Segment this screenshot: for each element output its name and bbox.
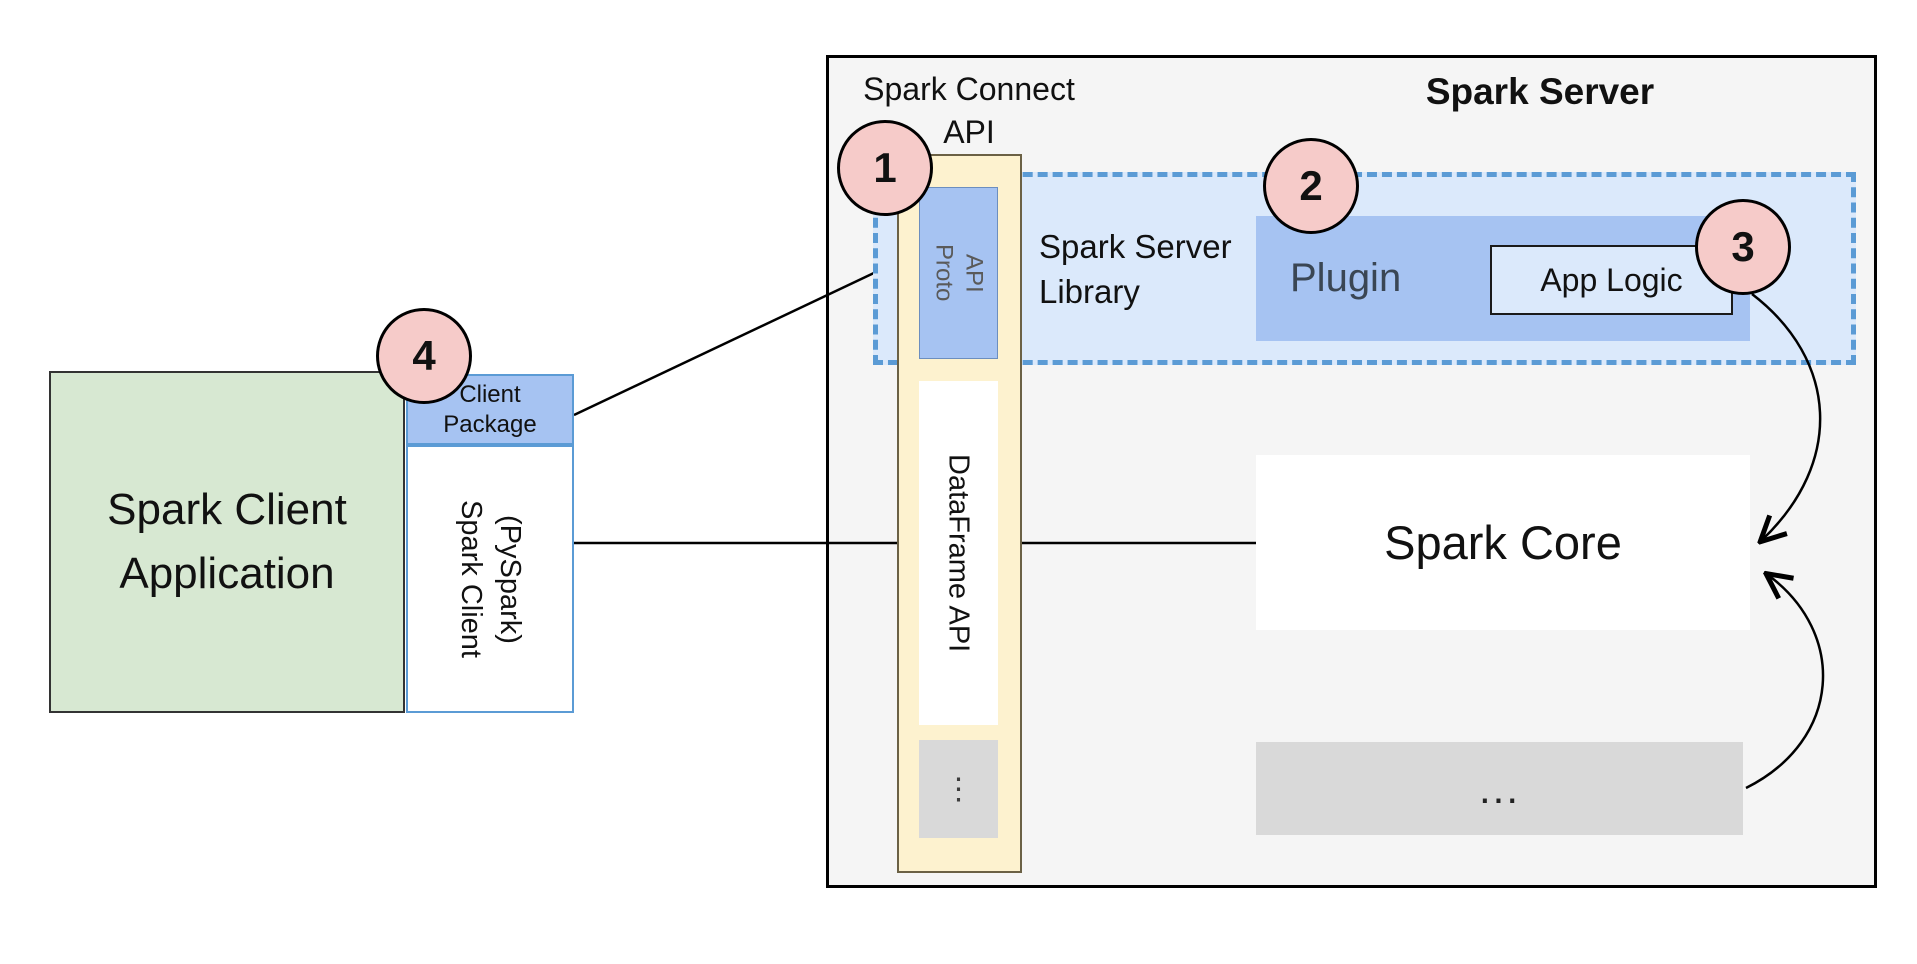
client-package-box: Client Package: [406, 374, 574, 445]
core-more-label: ...: [1478, 764, 1520, 812]
spark-client-label: Spark Client (PySpark): [455, 500, 527, 658]
step-badge-4: 4: [376, 308, 472, 404]
spark-server-title: Spark Server: [1425, 71, 1655, 112]
spark-core-label: Spark Core: [1384, 516, 1622, 569]
spark-client-application-box: Spark Client Application: [49, 371, 405, 713]
step-badge-3: 3: [1695, 199, 1791, 295]
dataframe-api-label: DataFrame API: [942, 453, 975, 653]
spark-connect-api-label: Spark Connect API: [863, 71, 1075, 151]
step-badge-1: 1: [837, 120, 933, 216]
step-badge-1-label: 1: [873, 144, 897, 191]
step-badge-2: 2: [1263, 138, 1359, 234]
plugin-label: Plugin: [1290, 256, 1402, 300]
app-logic-box: App Logic: [1490, 245, 1733, 315]
proto-api-box: Proto API: [919, 187, 998, 359]
app-logic-label: App Logic: [1540, 261, 1683, 298]
spark-server-library-label: Spark Server Library: [1039, 228, 1232, 310]
core-more-box: ...: [1256, 742, 1743, 835]
step-badge-2-label: 2: [1299, 162, 1323, 209]
spark-client-box: Spark Client (PySpark): [406, 445, 574, 713]
spark-client-application-label: Spark Client Application: [107, 485, 347, 598]
proto-api-label: Proto API: [930, 244, 988, 302]
api-more-box: ⋮: [919, 740, 998, 838]
step-badge-4-label: 4: [412, 332, 436, 379]
dataframe-api-box: DataFrame API: [919, 381, 998, 725]
step-badge-3-label: 3: [1731, 223, 1755, 270]
client-package-label: Client Package: [443, 380, 537, 438]
api-more-label: ⋮: [943, 772, 974, 806]
spark-core-box: Spark Core: [1256, 455, 1750, 630]
